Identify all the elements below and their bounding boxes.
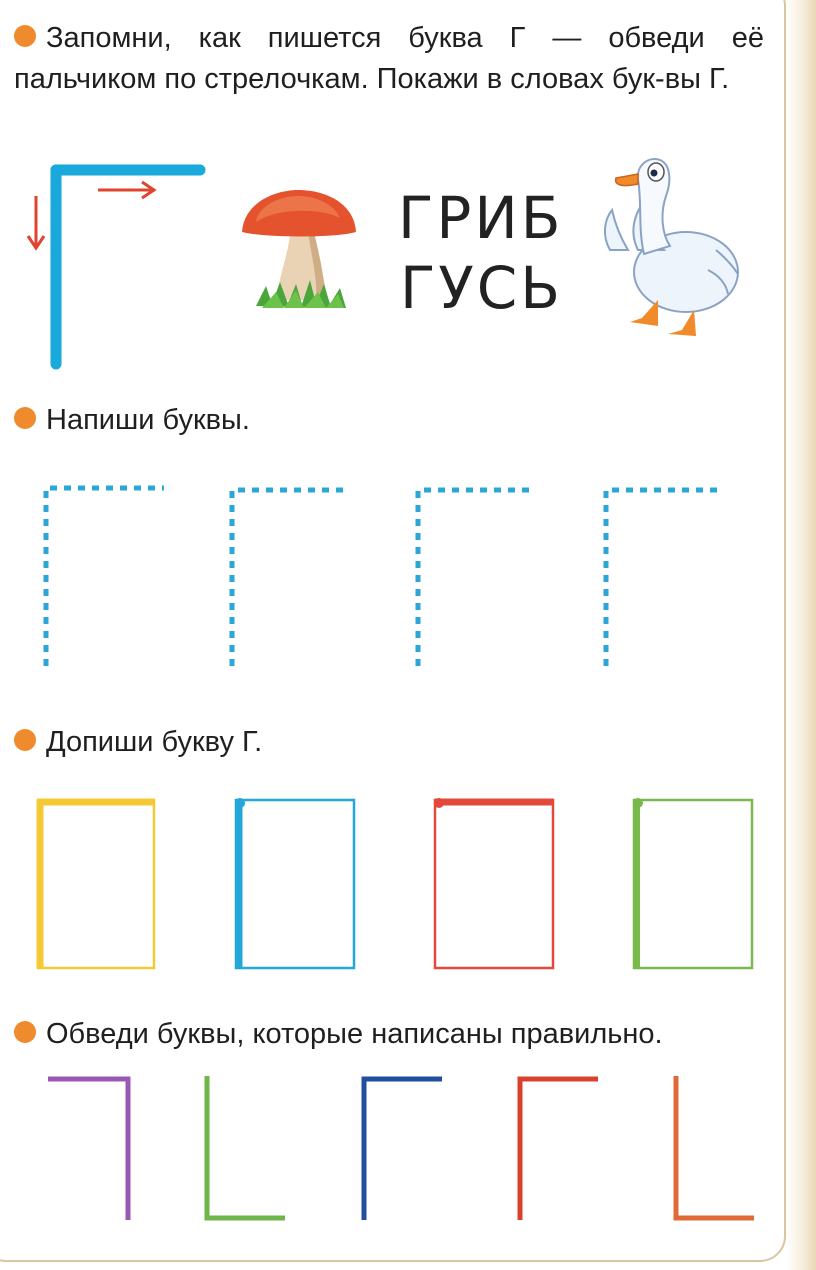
- page-frame: [0, 0, 786, 1262]
- right-arrow-icon: [98, 180, 157, 200]
- letter-g-shape: [50, 164, 206, 370]
- word-gus: ГУСЬ: [400, 254, 564, 322]
- choice-l-orange[interactable]: [673, 1076, 754, 1221]
- bullet-icon: [14, 729, 36, 752]
- task4-instruction: Обведи буквы, которые написаны правильно…: [14, 1014, 663, 1055]
- dotted-letter-2[interactable]: [229, 487, 350, 666]
- choice-g-navy[interactable]: [361, 1076, 442, 1220]
- bullet-icon: [14, 407, 36, 430]
- box-green[interactable]: [632, 798, 754, 970]
- task2-instruction: Напиши буквы.: [14, 400, 250, 441]
- bullet-icon: [14, 1021, 36, 1044]
- choice-l-green[interactable]: [204, 1076, 285, 1221]
- box-red[interactable]: [433, 798, 555, 970]
- choice-g-red[interactable]: [517, 1076, 598, 1220]
- page-edge: [786, 0, 816, 1270]
- dotted-letter-4[interactable]: [603, 487, 724, 666]
- task4-text: Обведи буквы, которые написаны правильно…: [46, 1018, 663, 1050]
- choice-mirrored-g-purple[interactable]: [48, 1076, 131, 1220]
- letter-choices-row: [48, 1076, 754, 1221]
- mushroom-icon: [242, 190, 356, 308]
- task1-instruction: Запомни, как пишется буква Г — обведи её…: [14, 18, 764, 100]
- letter-g-guide: [26, 164, 206, 370]
- bullet-icon: [14, 25, 36, 48]
- complete-letter-boxes: [36, 798, 754, 970]
- goose-icon: [604, 158, 739, 336]
- dotted-letter-1[interactable]: [43, 485, 164, 666]
- word-grib: ГРИБ: [398, 184, 564, 252]
- dotted-letter-3[interactable]: [415, 487, 536, 666]
- box-yellow[interactable]: [36, 798, 156, 970]
- task3-instruction: Допиши букву Г.: [14, 722, 262, 763]
- task2-text: Напиши буквы.: [46, 404, 250, 436]
- task3-text: Допиши букву Г.: [46, 726, 263, 758]
- down-arrow-icon: [26, 196, 46, 251]
- box-blue[interactable]: [234, 798, 356, 970]
- dotted-letters-row: [43, 485, 724, 666]
- task1-text: Запомни, как пишется буква Г — обведи её…: [14, 22, 764, 95]
